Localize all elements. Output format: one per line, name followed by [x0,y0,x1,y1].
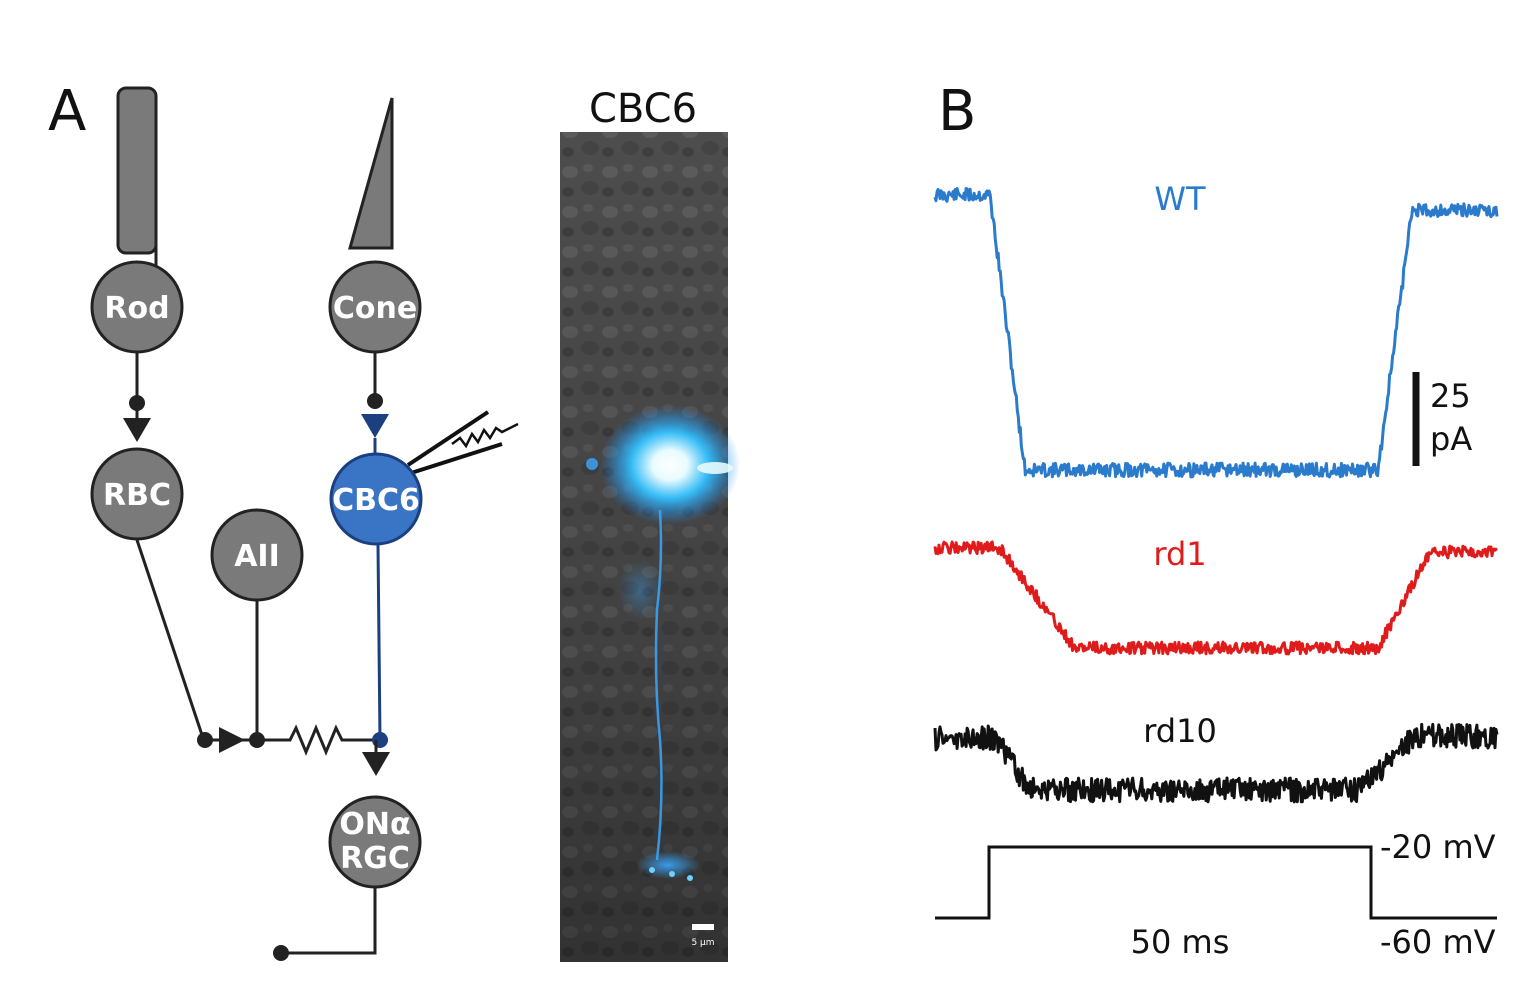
rod-label: Rod [104,291,169,326]
rbc-label: RBC [103,478,171,513]
panel-label-b: B [938,79,976,144]
duration-label: 50 ms [1131,923,1230,961]
cbc6-arrow [361,414,389,438]
cbc6-axon [376,544,382,741]
trace-rd10 [933,722,1499,804]
rgc-arrow [362,752,390,776]
voltage-low-label: -60 mV [1380,923,1496,961]
scale-unit: pA [1430,420,1472,458]
onalpha-rgc-cell [328,795,422,889]
onalpha-label-line1: ONα [339,807,410,842]
aii-cell [210,508,304,602]
cone-cell [328,260,422,354]
scale-value: 25 [1430,377,1471,415]
rod-outer-segment [116,86,158,255]
rbc-arrow [123,418,151,442]
rod-cell [90,260,184,354]
circuit-diagram: Rod Cone RBC AII CBC6 ONα RGC [90,86,519,961]
micrograph-scale-label: 5 µm [691,938,714,948]
onalpha-label-line2: RGC [340,841,410,876]
fluorescent-soma [600,405,740,525]
rbc-axon [135,539,205,739]
rgc-output-dot [273,945,289,961]
cone-synapse-dot [367,393,383,409]
micrograph-title: CBC6 [589,86,697,132]
micrograph-scale-bar [692,924,714,930]
voltage-high-label: -20 mV [1380,828,1496,866]
patch-pipette-icon [406,410,519,476]
trace-label-rd10: rd10 [1143,712,1217,750]
fluorescent-axon [654,509,663,861]
cone-label: Cone [333,291,417,326]
aii-label: AII [234,539,280,574]
cone-outer-segment [348,97,394,250]
voltage-step [935,845,1497,920]
cbc6-cell [329,452,423,546]
panel-label-a: A [48,79,86,144]
cbc6-terminal-dot [372,732,388,748]
aii-arrow [219,727,245,753]
trace-wt [933,187,1499,479]
rbc-cell [90,447,184,541]
trace-rd1 [933,540,1498,656]
gap-junction-icon [257,724,380,756]
cbc6-label: CBC6 [332,483,420,518]
rgc-axon [281,887,377,955]
trace-label-wt: WT [1154,180,1206,218]
micrograph-image: 5 µm [560,132,740,962]
axon-terminal [636,851,700,879]
trace-label-rd1: rd1 [1153,535,1206,573]
